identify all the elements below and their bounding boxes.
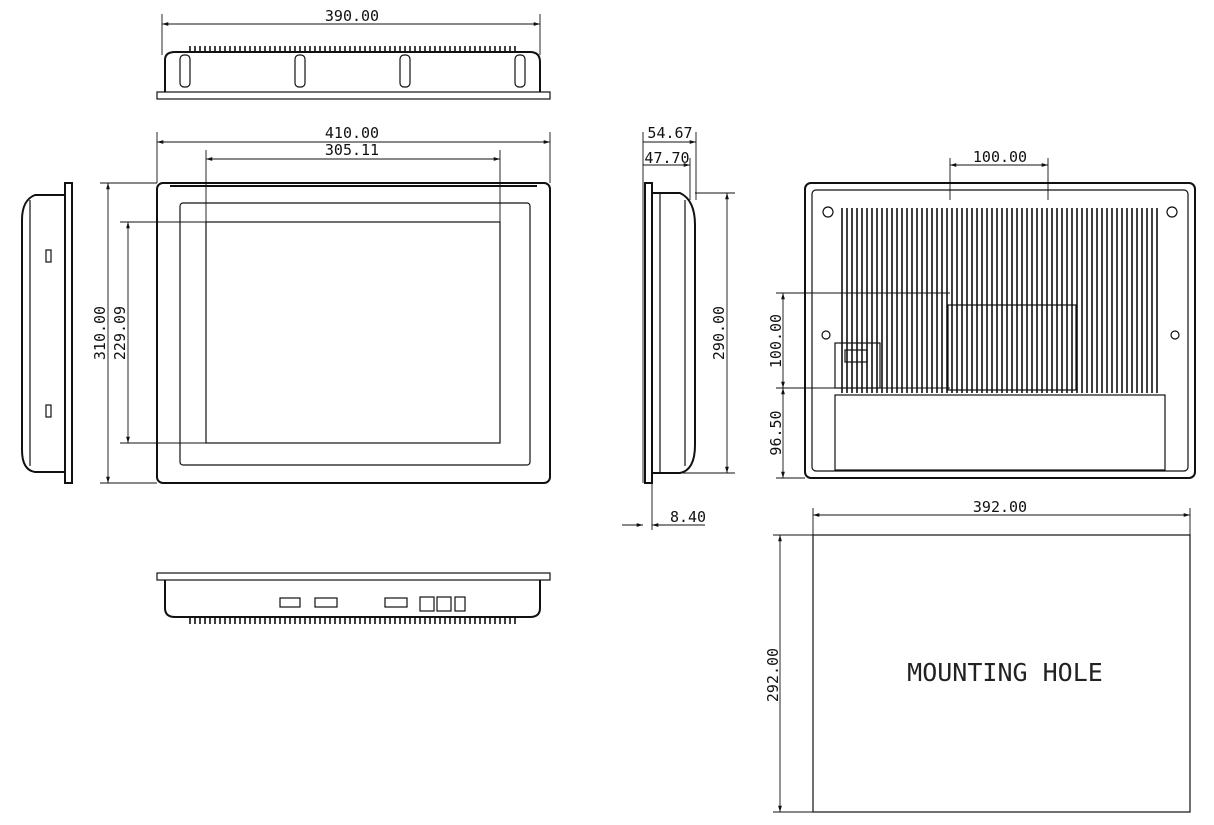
panel-outline (156, 182, 551, 484)
front-display-height-dimension: 229.09 (111, 306, 129, 360)
display-area (205, 221, 501, 444)
side-depth-dimension: 54.67 (647, 124, 692, 142)
bezel (179, 202, 531, 466)
mounting-width-dimension: 392.00 (973, 498, 1027, 516)
left-side-view (21, 182, 73, 484)
mounting-hole-view: 392.00 292.00 MOUNTING HOLE (764, 498, 1191, 813)
side-height-dimension: 290.00 (710, 306, 728, 360)
mounting-height-dimension: 292.00 (764, 648, 782, 702)
front-display-width-dimension: 305.11 (325, 141, 379, 159)
side-flange-dimension: 8.40 (670, 508, 706, 526)
top-width-dimension: 390.00 (325, 7, 379, 25)
back-bottom-offset-dimension: 96.50 (767, 410, 785, 455)
back-vesa-horizontal-dimension: 100.00 (973, 148, 1027, 166)
right-side-view: 54.67 47.70 290.00 8.40 (622, 124, 735, 530)
front-view: 410.00 305.11 310.00 229.09 (91, 124, 551, 484)
top-view: 390.00 (156, 7, 551, 100)
back-view: 100.00 100.00 96.50 (767, 148, 1196, 479)
back-vesa-vertical-dimension: 100.00 (767, 314, 785, 368)
front-outer-height-dimension: 310.00 (91, 306, 109, 360)
mounting-hole-label: MOUNTING HOLE (907, 658, 1103, 687)
bottom-view (156, 572, 551, 624)
side-body-depth-dimension: 47.70 (644, 149, 689, 167)
mounting-hole-outline (812, 534, 1191, 813)
front-outer-width-dimension: 410.00 (325, 124, 379, 142)
